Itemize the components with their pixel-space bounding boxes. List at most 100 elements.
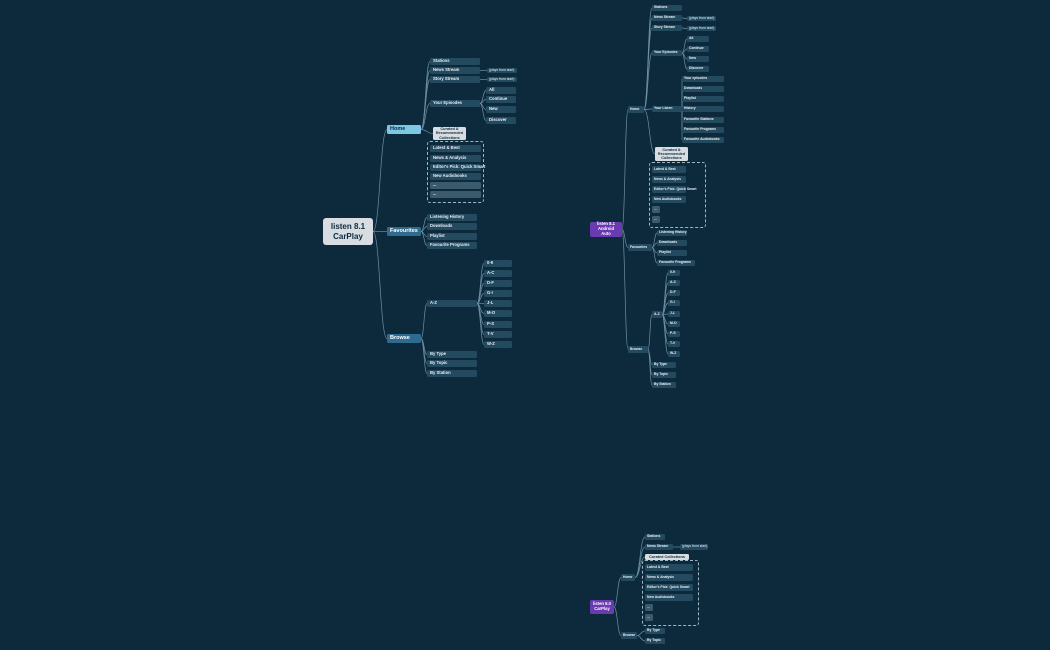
aa-home-item-your-episodes[interactable]: Your Episodes bbox=[652, 50, 682, 56]
aa-browse-by-station[interactable]: By Station bbox=[652, 382, 676, 388]
browse-by-station[interactable]: By Station bbox=[427, 370, 477, 377]
aa-fav-playlist[interactable]: Playlist bbox=[657, 250, 687, 256]
root-listen-81-carplay[interactable]: listen 8.1 CarPlay bbox=[323, 218, 373, 245]
az-g-i[interactable]: G-I bbox=[484, 290, 512, 297]
branch-home[interactable]: Home bbox=[387, 125, 421, 134]
branch-favourites[interactable]: Favourites bbox=[387, 227, 421, 236]
aa-episode-continue[interactable]: Continue bbox=[687, 46, 709, 52]
branch-home-aa[interactable]: Home bbox=[628, 106, 644, 113]
v80-home-stations[interactable]: Stations bbox=[645, 534, 665, 540]
collection-new-audiobooks[interactable]: New Audiobooks bbox=[430, 173, 481, 180]
collection-news-analysis[interactable]: News & Analysis bbox=[430, 155, 481, 162]
fav-favourite-programs[interactable]: Favourite Programs bbox=[427, 242, 477, 249]
branch-browse-80[interactable]: Browse bbox=[621, 632, 637, 639]
aa-collection-ellipsis[interactable]: ... bbox=[652, 216, 660, 223]
v80-collection-latest-best[interactable]: Latest & Best bbox=[645, 564, 693, 571]
aa-collection-latest-best[interactable]: Latest & Best bbox=[652, 166, 686, 173]
v80-plays-from-start-tag[interactable]: (plays from start) bbox=[680, 544, 708, 550]
az-w-z[interactable]: W-Z bbox=[484, 341, 512, 348]
aa-listen-history[interactable]: History bbox=[682, 106, 724, 112]
home-item-story-stream[interactable]: Story Stream bbox=[430, 76, 480, 83]
v80-collections-note[interactable]: Curated Collections bbox=[645, 554, 689, 560]
v80-collection-new-audiobooks[interactable]: New Audiobooks bbox=[645, 594, 693, 601]
aa-az-t-v[interactable]: T-V bbox=[668, 341, 680, 347]
az-t-v[interactable]: T-V bbox=[484, 331, 512, 338]
az-a-c[interactable]: A-C bbox=[484, 270, 512, 277]
v80-home-news-stream[interactable]: News Stream bbox=[645, 544, 673, 550]
root-listen-80-carplay[interactable]: listen 8.0 CarPlay bbox=[590, 600, 614, 614]
aa-az-g-i[interactable]: G-I bbox=[668, 300, 680, 306]
episode-discover[interactable]: Discover bbox=[486, 117, 516, 124]
collection-ellipsis[interactable]: ... bbox=[430, 191, 481, 198]
v80-collection-editor-s-pick-quick-smart[interactable]: Editor's Pick: Quick Smart bbox=[645, 584, 693, 591]
branch-home-80[interactable]: Home bbox=[621, 574, 635, 581]
plays-from-start-tag[interactable]: (plays from start) bbox=[487, 77, 517, 82]
collection-ellipsis[interactable]: ... bbox=[430, 182, 481, 189]
home-item-stations[interactable]: Stations bbox=[430, 58, 480, 65]
fav-playlist[interactable]: Playlist bbox=[427, 233, 477, 240]
aa-collections-note[interactable]: Curated & Recommended Collections bbox=[655, 147, 688, 161]
aa-episode-all[interactable]: All bbox=[687, 36, 709, 42]
browse-by-topic[interactable]: By Topic bbox=[427, 360, 477, 367]
az-m-o[interactable]: M-O bbox=[484, 310, 512, 317]
aa-collection-new-audiobooks[interactable]: New Audiobooks bbox=[652, 196, 686, 203]
fav-downloads[interactable]: Downloads bbox=[427, 223, 477, 230]
episode-all[interactable]: All bbox=[486, 87, 516, 94]
branch-browse-aa[interactable]: Browse bbox=[628, 346, 648, 353]
aa-browse-by-type[interactable]: By Type bbox=[652, 362, 676, 368]
home-item-news-stream[interactable]: News Stream bbox=[430, 67, 480, 74]
browse-a-z[interactable]: A-Z bbox=[427, 300, 477, 307]
aa-browse-a-z[interactable]: A-Z bbox=[652, 311, 662, 318]
v80-collection-news-analysis[interactable]: News & Analysis bbox=[645, 574, 693, 581]
aa-az-w-z[interactable]: W-Z bbox=[668, 351, 680, 357]
fav-listening-history[interactable]: Listening History bbox=[427, 214, 477, 221]
aa-episode-new[interactable]: New bbox=[687, 56, 709, 62]
az-0-9[interactable]: 0-9 bbox=[484, 260, 512, 267]
az-p-s[interactable]: P-S bbox=[484, 321, 512, 328]
aa-home-item-news-stream[interactable]: News Stream bbox=[652, 15, 682, 21]
aa-collection-editor-s-pick-quick-smart[interactable]: Editor's Pick: Quick Smart bbox=[652, 186, 696, 193]
v80-collection-ellipsis[interactable]: ... bbox=[645, 604, 653, 611]
aa-home-item-story-stream[interactable]: Story Stream bbox=[652, 25, 682, 31]
collections-note[interactable]: Curated & Recommended Collections bbox=[433, 127, 466, 140]
az-j-l[interactable]: J-L bbox=[484, 300, 512, 307]
collection-latest-best[interactable]: Latest & Best bbox=[430, 145, 481, 152]
aa-az-d-f[interactable]: D-F bbox=[668, 290, 680, 296]
aa-home-item-stations[interactable]: Stations bbox=[652, 5, 682, 11]
branch-favourites-aa[interactable]: Favourites bbox=[628, 244, 652, 251]
aa-fav-listening-history[interactable]: Listening History bbox=[657, 230, 687, 236]
v80-browse-by-topic[interactable]: By Topic bbox=[645, 638, 665, 644]
aa-plays-from-start-tag[interactable]: (plays from start) bbox=[687, 15, 716, 21]
aa-episode-discover[interactable]: Discover bbox=[687, 66, 709, 72]
episode-continue[interactable]: Continue bbox=[486, 96, 516, 103]
home-item-your-episodes[interactable]: Your Episodes bbox=[430, 100, 480, 107]
aa-browse-by-topic[interactable]: By Topic bbox=[652, 372, 676, 378]
aa-listen-downloads[interactable]: Downloads bbox=[682, 86, 724, 92]
aa-listen-playlist[interactable]: Playlist bbox=[682, 96, 724, 102]
aa-collection-news-analysis[interactable]: News & Analysis bbox=[652, 176, 686, 183]
aa-home-item-your-listen[interactable]: Your Listen bbox=[652, 106, 682, 112]
branch-browse[interactable]: Browse bbox=[387, 334, 421, 343]
aa-collection-ellipsis[interactable]: ... bbox=[652, 206, 660, 213]
episode-new[interactable]: New bbox=[486, 106, 516, 113]
aa-listen-favourite-audiobooks[interactable]: Favourite Audiobooks bbox=[682, 137, 724, 143]
aa-az-j-l[interactable]: J-L bbox=[668, 311, 680, 317]
az-d-f[interactable]: D-F bbox=[484, 280, 512, 287]
aa-az-m-o[interactable]: M-O bbox=[668, 321, 680, 327]
aa-fav-downloads[interactable]: Downloads bbox=[657, 240, 687, 246]
collection-editor-s-pick-quick-smart[interactable]: Editor's Pick: Quick Smart bbox=[430, 164, 485, 171]
aa-listen-favourite-stations[interactable]: Favourite Stations bbox=[682, 117, 724, 123]
aa-plays-from-start-tag[interactable]: (plays from start) bbox=[687, 25, 716, 31]
v80-collection-ellipsis[interactable]: ... bbox=[645, 614, 653, 621]
plays-from-start-tag[interactable]: (plays from start) bbox=[487, 68, 517, 73]
aa-listen-your-episodes[interactable]: Your episodes bbox=[682, 76, 724, 82]
aa-az-p-s[interactable]: P-S bbox=[668, 331, 680, 337]
v80-browse-by-type[interactable]: By Type bbox=[645, 628, 665, 634]
aa-fav-favourite-programs[interactable]: Favourite Programs bbox=[657, 260, 695, 266]
aa-listen-favourite-programs[interactable]: Favourite Programs bbox=[682, 127, 724, 133]
browse-by-type[interactable]: By Type bbox=[427, 351, 477, 358]
root-listen-81-android-auto[interactable]: listen 8.1 Android Auto bbox=[590, 221, 622, 237]
aa-az-0-9[interactable]: 0-9 bbox=[668, 270, 680, 276]
aa-az-a-c[interactable]: A-C bbox=[668, 280, 680, 286]
